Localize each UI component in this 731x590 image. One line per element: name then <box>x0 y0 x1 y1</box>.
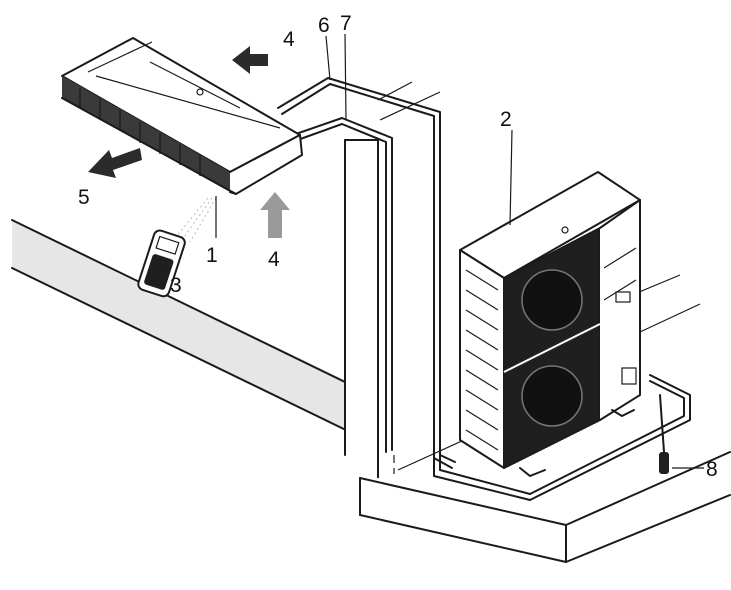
wall-column <box>345 140 378 470</box>
drain-pipe <box>659 394 665 453</box>
outdoor-side-louvers <box>465 269 499 451</box>
indoor-air-outlet <box>62 76 230 192</box>
interior-wall-face <box>12 220 355 436</box>
upper-fan-icon <box>521 269 583 331</box>
air-intake-arrow-top <box>232 46 268 74</box>
label-pipe-6: 6 <box>318 14 330 37</box>
indoor-unit <box>61 37 303 195</box>
air-outlet-arrow <box>88 148 142 178</box>
remote-control <box>137 229 186 298</box>
airflow-arrows <box>88 46 290 238</box>
refrigerant-pipes <box>277 77 691 501</box>
label-outdoor-unit: 2 <box>500 108 512 131</box>
floor-slab <box>360 452 730 560</box>
pipe-7 <box>289 117 393 451</box>
label-remote-control: 3 <box>170 274 182 297</box>
label-drain: 8 <box>706 458 718 481</box>
grille-slats <box>79 88 201 176</box>
outdoor-unit <box>459 171 641 477</box>
lower-fan-icon <box>521 365 583 427</box>
pipe-6 <box>277 77 456 463</box>
ir-beam <box>174 197 217 243</box>
drain-outlet <box>659 452 669 474</box>
leader-lines <box>215 33 704 469</box>
callout-labels: 1 2 3 4 4 5 6 7 8 <box>78 12 718 481</box>
air-intake-arrow-bottom <box>260 192 290 238</box>
label-air-outlet: 5 <box>78 186 90 209</box>
label-air-intake-bottom: 4 <box>268 248 280 271</box>
label-air-intake-top: 4 <box>283 28 295 51</box>
label-indoor-unit: 1 <box>206 244 218 267</box>
label-pipe-7: 7 <box>340 12 352 35</box>
